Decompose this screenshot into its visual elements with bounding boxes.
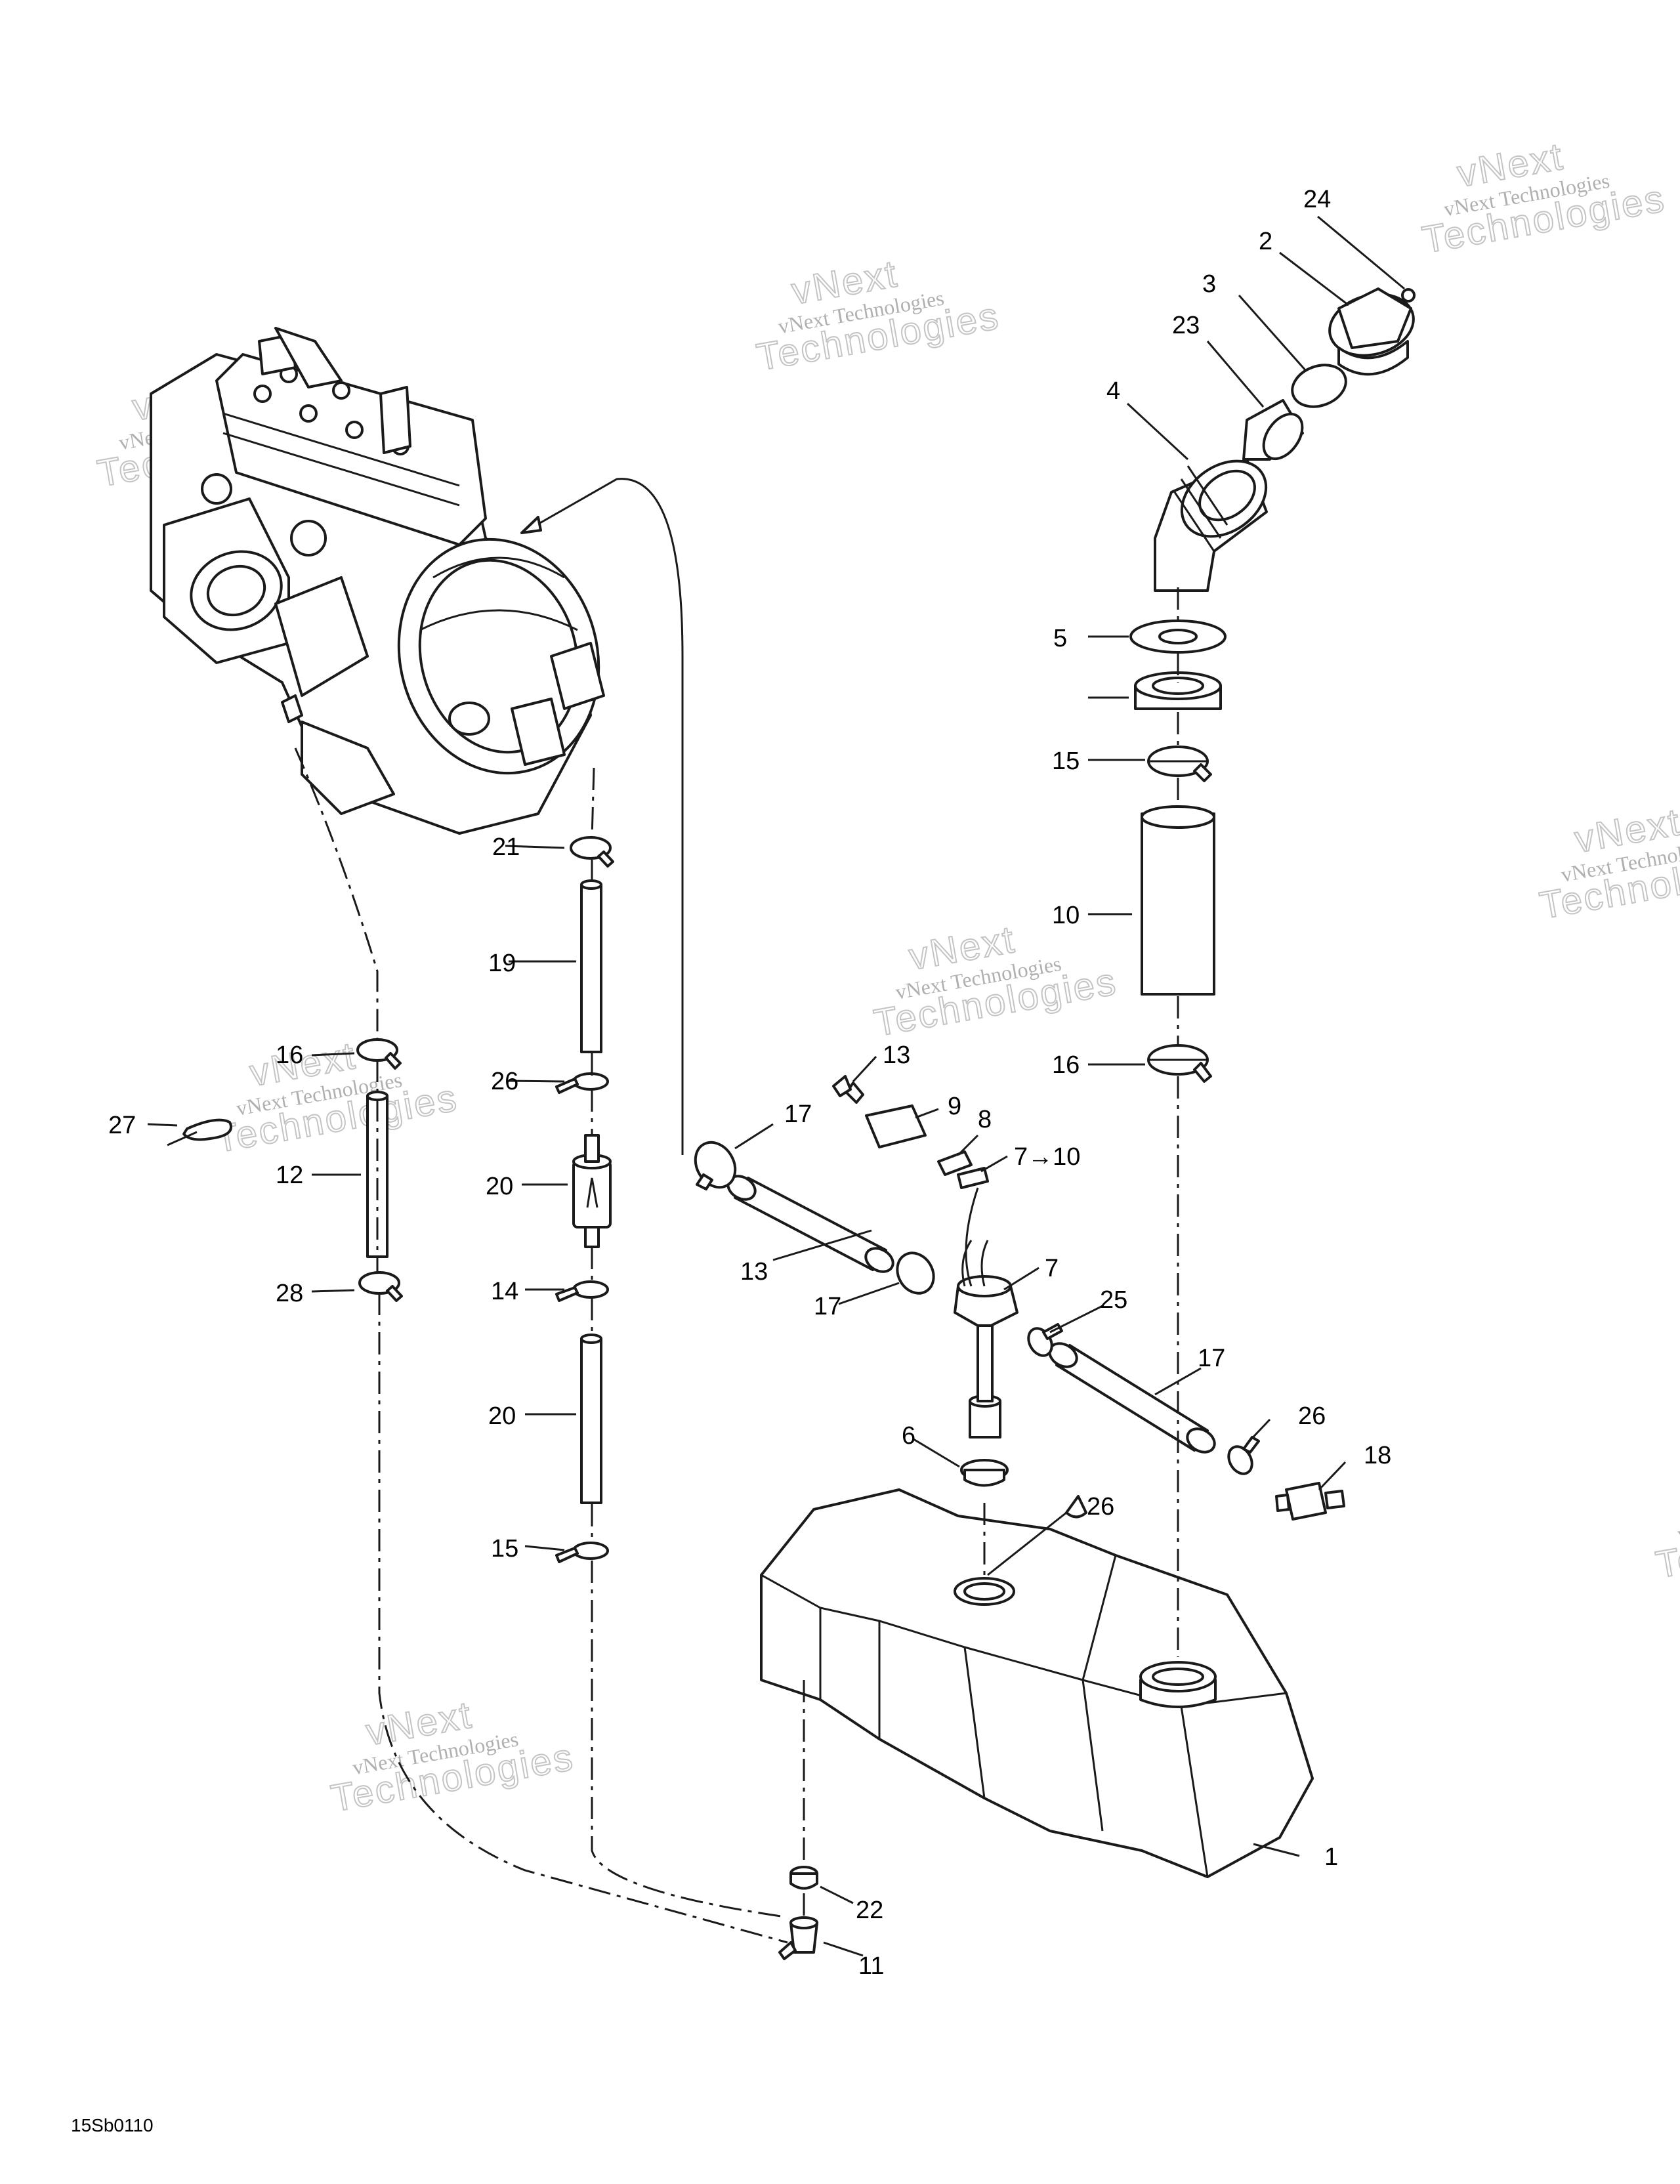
- callout-14: 13: [883, 1041, 910, 1069]
- callout-15-upper: 14: [491, 1278, 518, 1305]
- callout-13-right: 13: [740, 1258, 768, 1286]
- watermark: vNext vNext Technologies Technologies: [1536, 800, 1680, 928]
- callout-11: 10: [1052, 902, 1080, 929]
- plug: [1065, 1495, 1087, 1519]
- clamp-26-b: [1227, 1436, 1260, 1475]
- sensor-wire: [965, 1187, 979, 1287]
- drain-grommet: [789, 1866, 818, 1890]
- watermark: vNext vNext Technologies Technologies: [1419, 134, 1670, 262]
- svg-text:vNext Technologies: vNext Technologies: [1675, 1493, 1680, 1545]
- callout-26-c: 26: [491, 1068, 518, 1095]
- callout-23: 22: [856, 1897, 883, 1924]
- callout-20-lower: 20: [488, 1402, 516, 1430]
- svg-text:Technologies: Technologies: [1653, 1502, 1680, 1586]
- callout-17-upper: 17: [784, 1101, 812, 1128]
- sensor-terminals: [937, 1150, 989, 1189]
- callout-4: 4: [1106, 377, 1120, 405]
- filler-neck: [1154, 458, 1268, 592]
- callout-10: 9: [948, 1093, 961, 1120]
- routing-lines: [294, 478, 1179, 1944]
- clamp-15-upper: [555, 1280, 609, 1302]
- check-valve: [1275, 1482, 1345, 1521]
- cable-tie: [167, 1118, 232, 1146]
- clamp-26-c: [555, 1072, 609, 1094]
- clamp-15-lower: [555, 1542, 609, 1563]
- vent-hose-clamp-top: [356, 1038, 402, 1070]
- callout-29: 28: [276, 1280, 303, 1307]
- callout-19: 18: [1364, 1442, 1391, 1469]
- callout-20-upper: 19: [488, 950, 516, 977]
- hose-20-upper: [580, 879, 602, 1053]
- drain-fitting: [778, 1916, 818, 1960]
- callout-25: 24: [1303, 186, 1331, 213]
- pickup-grommet: [960, 1459, 1009, 1487]
- callout-17-lower: 17: [814, 1293, 841, 1320]
- callout-7: 6: [902, 1422, 915, 1450]
- filler-washer: [1129, 620, 1227, 654]
- hose-20-lower: [580, 1334, 602, 1504]
- watermark: vNext vNext Technologies Technologies: [753, 251, 1003, 379]
- reference-code: 15Sb0110: [71, 2115, 154, 2135]
- vent-hose-clamp-bottom: [358, 1271, 403, 1302]
- vent-valve: [1242, 399, 1304, 461]
- sensor-connector-housing: [845, 1082, 927, 1148]
- engine: [150, 327, 605, 835]
- callout-15-lower: 15: [491, 1535, 518, 1563]
- filler-hose-clamp-lower: [1147, 1044, 1212, 1083]
- filler-hose-clamp-upper: [1147, 746, 1212, 782]
- watermark: vNext vNext Technologies Technologies: [1652, 1493, 1680, 1587]
- wire-connector: [832, 1075, 852, 1097]
- callout-17-left: 16: [276, 1041, 303, 1069]
- fuel-cap: [1328, 287, 1416, 376]
- cap-gasket: [1291, 364, 1347, 408]
- callout-5: 5: [1053, 625, 1067, 652]
- watermark: vNext vNext Technologies Technologies: [327, 1692, 578, 1820]
- pickup-fitting: [954, 1240, 1018, 1402]
- callout-22: 21: [492, 833, 520, 861]
- callout-18: 17: [1198, 1345, 1225, 1372]
- callout-24: 23: [1172, 312, 1200, 339]
- fuel-filter: [572, 1134, 612, 1248]
- callout-labels: 1 2 3 4 5 6 7 7→10 8 9 10 11 12 13 13 14…: [108, 186, 1391, 1980]
- callout-2: 2: [1259, 228, 1272, 255]
- leader-lines: [147, 215, 1405, 1957]
- fuel-tank: [760, 1488, 1314, 1878]
- callout-26-a: 25: [1100, 1286, 1127, 1314]
- callout-21: 20: [486, 1173, 513, 1200]
- callout-12: 11: [858, 1952, 884, 1980]
- return-hose: [1048, 1342, 1216, 1454]
- watermark: vNext vNext Technologies Technologies: [870, 917, 1121, 1045]
- clamp-22: [570, 836, 614, 868]
- callout-8: 7→10: [1014, 1143, 1080, 1171]
- callout-13-left: 12: [276, 1162, 303, 1189]
- callout-16-lower: 16: [1052, 1051, 1080, 1079]
- callout-1: 1: [1324, 1843, 1338, 1871]
- callout-9: 8: [978, 1106, 992, 1133]
- watermark: vNext vNext Technologies Technologies: [211, 1034, 462, 1162]
- clamp-17-upper: [694, 1141, 737, 1190]
- callout-3: 3: [1202, 270, 1216, 298]
- filler-nut: [1134, 671, 1222, 710]
- callout-16-upper: 15: [1052, 747, 1080, 775]
- callout-26-b: 26: [1298, 1402, 1326, 1430]
- filler-hose: [1141, 805, 1215, 996]
- callout-28: 27: [108, 1112, 136, 1139]
- callout-27: 26: [1087, 1493, 1114, 1521]
- clamp-17-lower: [896, 1251, 935, 1295]
- callout-7-to-10: 7: [1045, 1255, 1059, 1282]
